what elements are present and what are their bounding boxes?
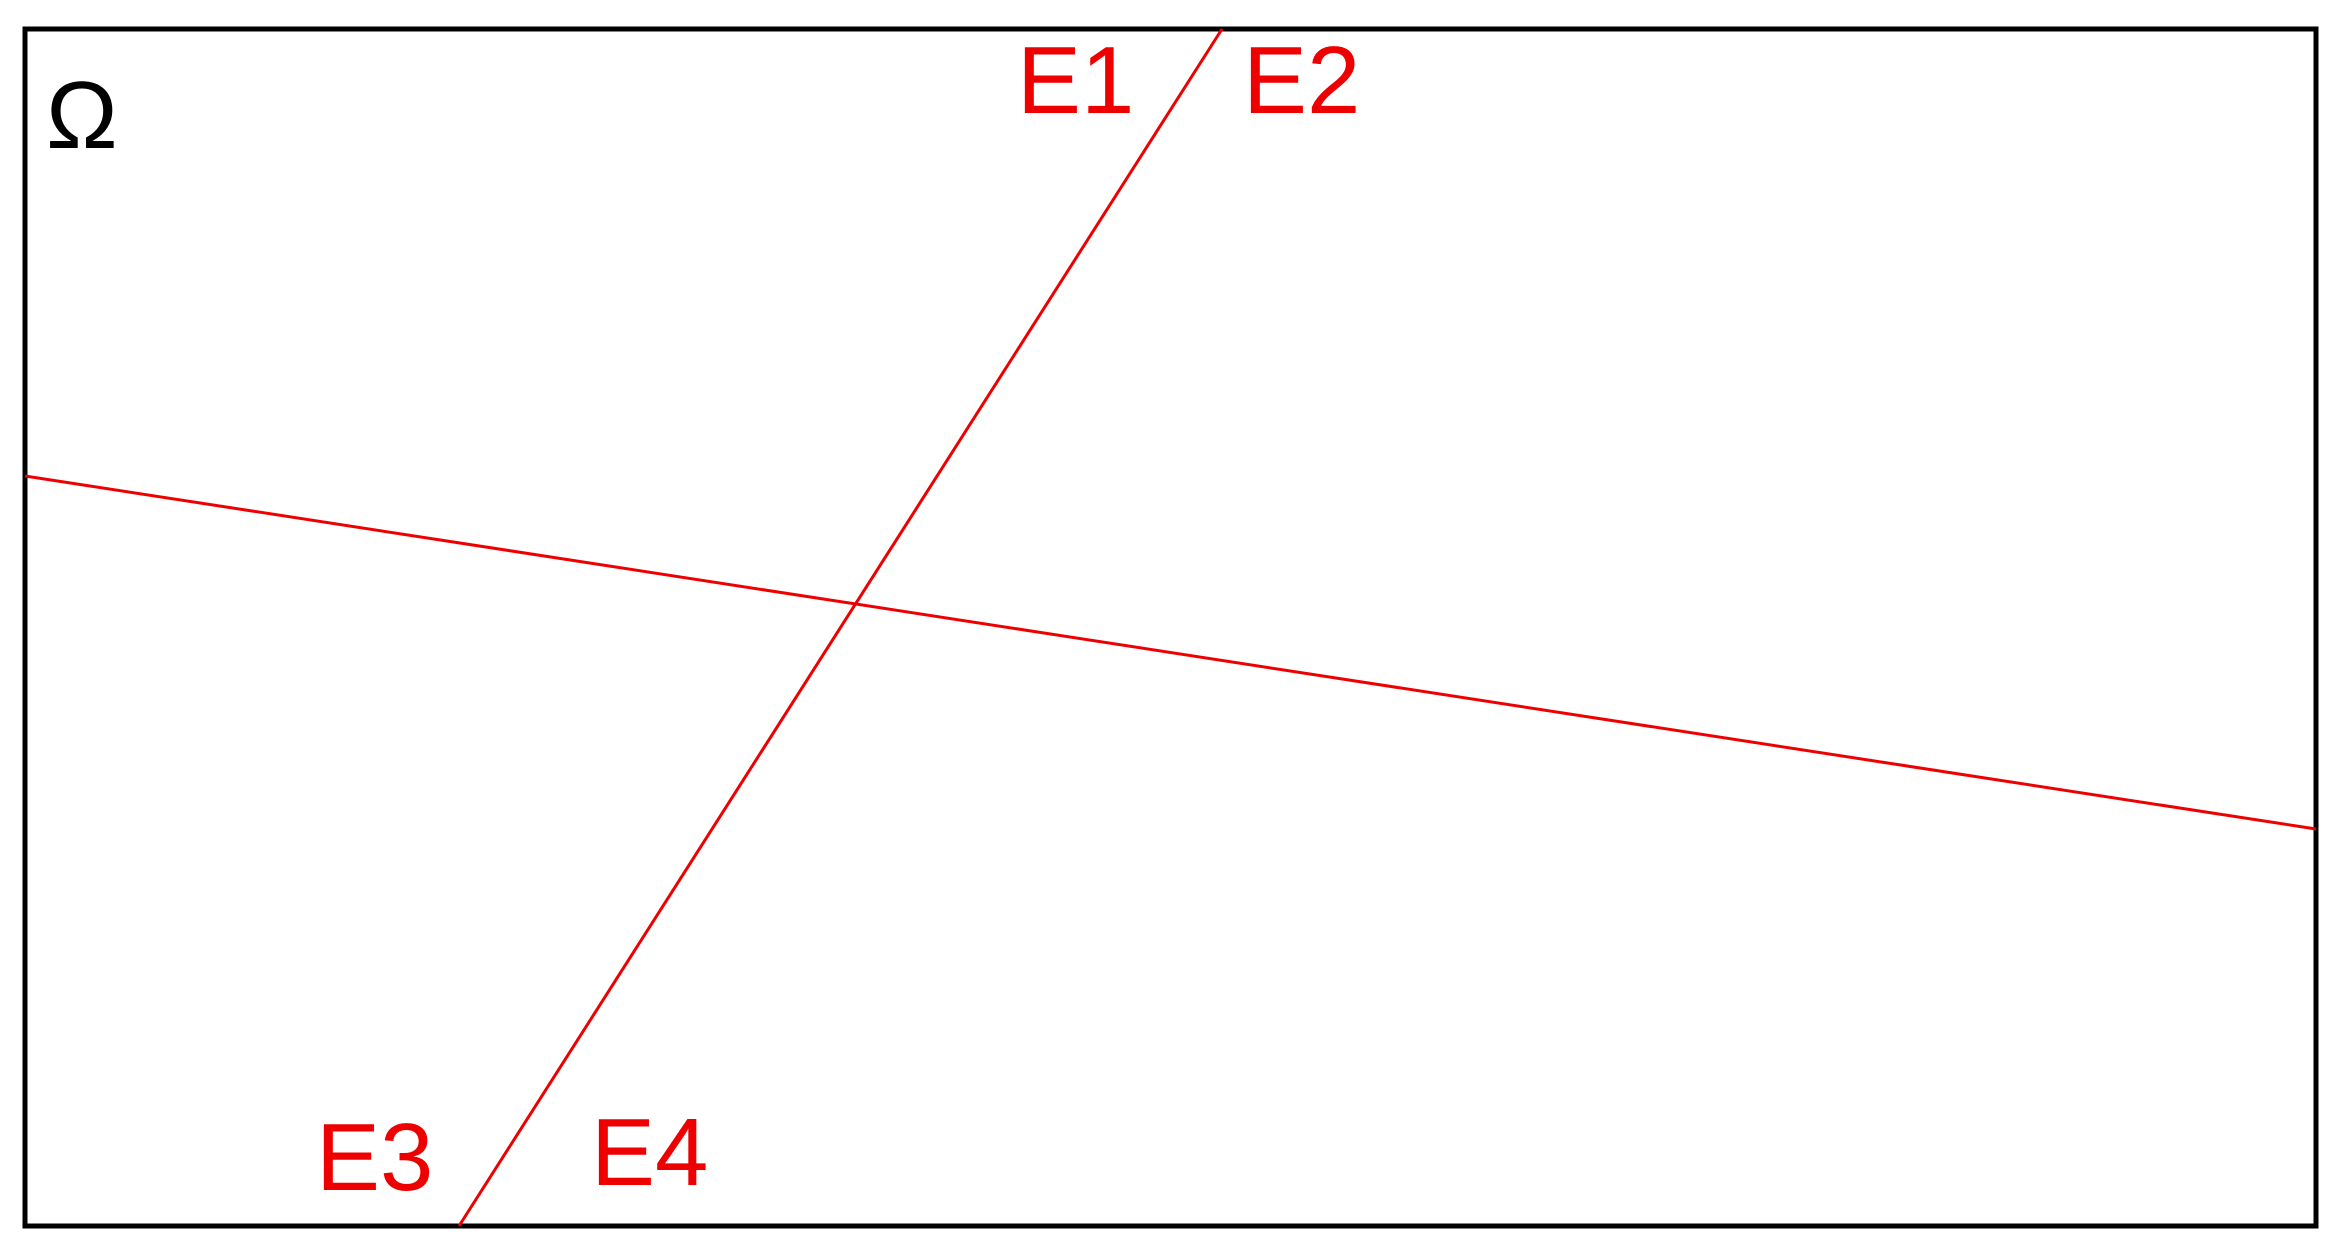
domain-boundary: [22, 26, 2319, 1229]
region-label-e1: E1: [1017, 27, 1134, 134]
interface-line-shallow: [24, 474, 2317, 831]
region-label-e2: E2: [1243, 27, 1360, 134]
region-label-e4: E4: [591, 1099, 708, 1206]
domain-symbol: Ω: [46, 62, 118, 169]
region-label-e3: E3: [316, 1104, 433, 1211]
interface-line-steep: [457, 28, 1224, 1227]
